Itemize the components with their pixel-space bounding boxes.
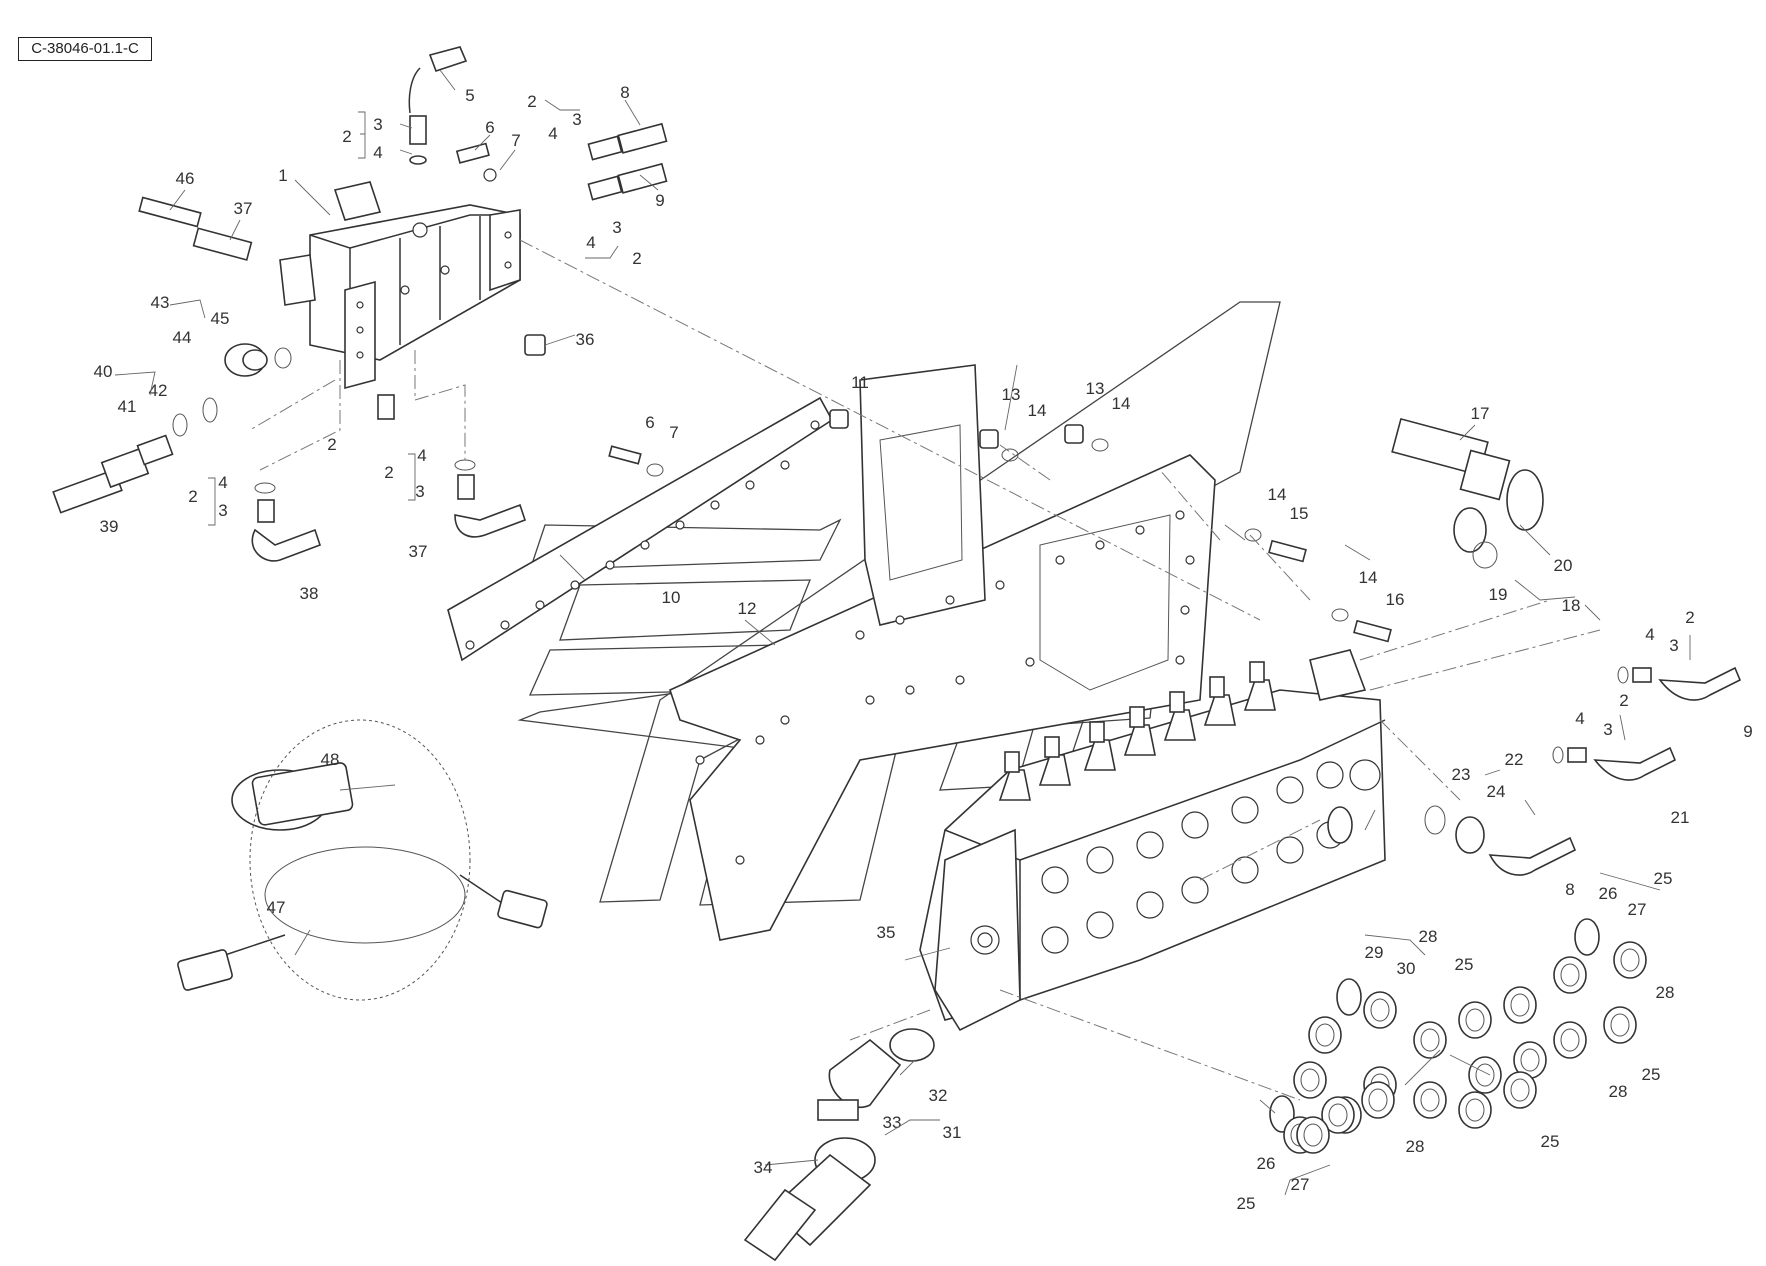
callout-27: 27 (1628, 900, 1647, 919)
callout-14: 14 (1359, 568, 1378, 587)
callout-4: 4 (586, 233, 595, 252)
callout-5: 5 (465, 86, 474, 105)
main-control-valve (919, 649, 1386, 1032)
callout-12: 12 (738, 599, 757, 618)
callout-33: 33 (883, 1113, 902, 1132)
group-brackets (114, 99, 1691, 1196)
callout-25: 25 (1654, 869, 1673, 888)
callout-20: 20 (1554, 556, 1573, 575)
callout-35: 35 (877, 923, 896, 942)
callout-2: 2 (327, 435, 336, 454)
valve-section-ports (1041, 759, 1381, 954)
callout-25: 25 (1237, 1194, 1256, 1213)
callout-28: 28 (1656, 983, 1675, 1002)
callout-30: 30 (1397, 959, 1416, 978)
callout-14: 14 (1112, 394, 1131, 413)
fittings-and-hoses (52, 46, 1742, 1262)
callout-15: 15 (1290, 504, 1309, 523)
callout-7: 7 (669, 423, 678, 442)
callout-37: 37 (234, 199, 253, 218)
pilot-valve-block (279, 181, 521, 390)
callout-3: 3 (1603, 720, 1612, 739)
callout-8: 8 (1565, 880, 1574, 899)
callout-34: 34 (754, 1158, 773, 1177)
callout-25: 25 (1541, 1132, 1560, 1151)
callout-11: 11 (851, 373, 869, 392)
callout-4: 4 (548, 124, 557, 143)
callout-17: 17 (1471, 404, 1490, 423)
callout-13: 13 (1002, 385, 1021, 404)
callout-1: 1 (278, 166, 287, 185)
callout-38: 38 (300, 584, 319, 603)
callout-39: 39 (100, 517, 119, 536)
callout-42: 42 (149, 381, 168, 400)
callout-19: 19 (1489, 585, 1508, 604)
callout-2: 2 (384, 463, 393, 482)
callout-3: 3 (373, 115, 382, 134)
callout-26: 26 (1257, 1154, 1276, 1173)
callout-24: 24 (1487, 782, 1506, 801)
callout-2: 2 (1619, 691, 1628, 710)
callout-4: 4 (218, 473, 227, 492)
callout-25: 25 (1642, 1065, 1661, 1084)
callout-45: 45 (211, 309, 230, 328)
callout-2: 2 (1685, 608, 1694, 627)
callout-2: 2 (342, 127, 351, 146)
drawing-reference-label: C-38046-01.1-C (18, 37, 152, 61)
callout-27: 27 (1291, 1175, 1310, 1194)
callout-13: 13 (1086, 379, 1105, 398)
callout-2: 2 (632, 249, 641, 268)
callout-14: 14 (1028, 401, 1047, 420)
callout-23: 23 (1452, 765, 1471, 784)
callout-28: 28 (1419, 927, 1438, 946)
callout-8: 8 (620, 83, 629, 102)
callout-4: 4 (1575, 709, 1584, 728)
callout-37: 37 (409, 542, 428, 561)
callout-28: 28 (1609, 1082, 1628, 1101)
callout-22: 22 (1505, 750, 1524, 769)
callout-7: 7 (511, 131, 520, 150)
callout-31: 31 (943, 1123, 962, 1142)
callout-26: 26 (1599, 884, 1618, 903)
callout-28: 28 (1406, 1137, 1425, 1156)
callout-3: 3 (415, 482, 424, 501)
callout-46: 46 (176, 169, 195, 188)
callout-3: 3 (218, 501, 227, 520)
callout-4: 4 (373, 143, 382, 162)
callout-29: 29 (1365, 943, 1384, 962)
callout-16: 16 (1386, 590, 1405, 609)
mounting-plate (447, 364, 1216, 941)
callout-25: 25 (1455, 955, 1474, 974)
callout-44: 44 (173, 328, 192, 347)
callout-41: 41 (118, 397, 137, 416)
callout-4: 4 (1645, 625, 1654, 644)
callout-48: 48 (321, 750, 340, 769)
callout-10: 10 (662, 588, 681, 607)
callout-2: 2 (188, 487, 197, 506)
callout-14: 14 (1268, 485, 1287, 504)
callout-18: 18 (1562, 596, 1581, 615)
callout-4: 4 (417, 446, 426, 465)
callout-leaders (169, 69, 1601, 1166)
spool-levers (998, 661, 1276, 801)
assembly-lines (249, 239, 1601, 1101)
callout-3: 3 (1669, 636, 1678, 655)
callout-21: 21 (1671, 808, 1690, 827)
callout-36: 36 (576, 330, 595, 349)
callout-3: 3 (612, 218, 621, 237)
callout-40: 40 (94, 362, 113, 381)
callout-6: 6 (645, 413, 654, 432)
callout-3: 3 (572, 110, 581, 129)
port-plugs (1283, 941, 1647, 1154)
callout-47: 47 (267, 898, 286, 917)
callout-43: 43 (151, 293, 170, 312)
callout-labels: 1 2 3 4 5 6 7 2 3 4 8 9 4 3 2 46 37 43 4… (94, 83, 1753, 1213)
callout-9: 9 (655, 191, 664, 210)
callout-32: 32 (929, 1086, 948, 1105)
callout-9: 9 (1743, 722, 1752, 741)
callout-6: 6 (485, 118, 494, 137)
callout-2: 2 (527, 92, 536, 111)
